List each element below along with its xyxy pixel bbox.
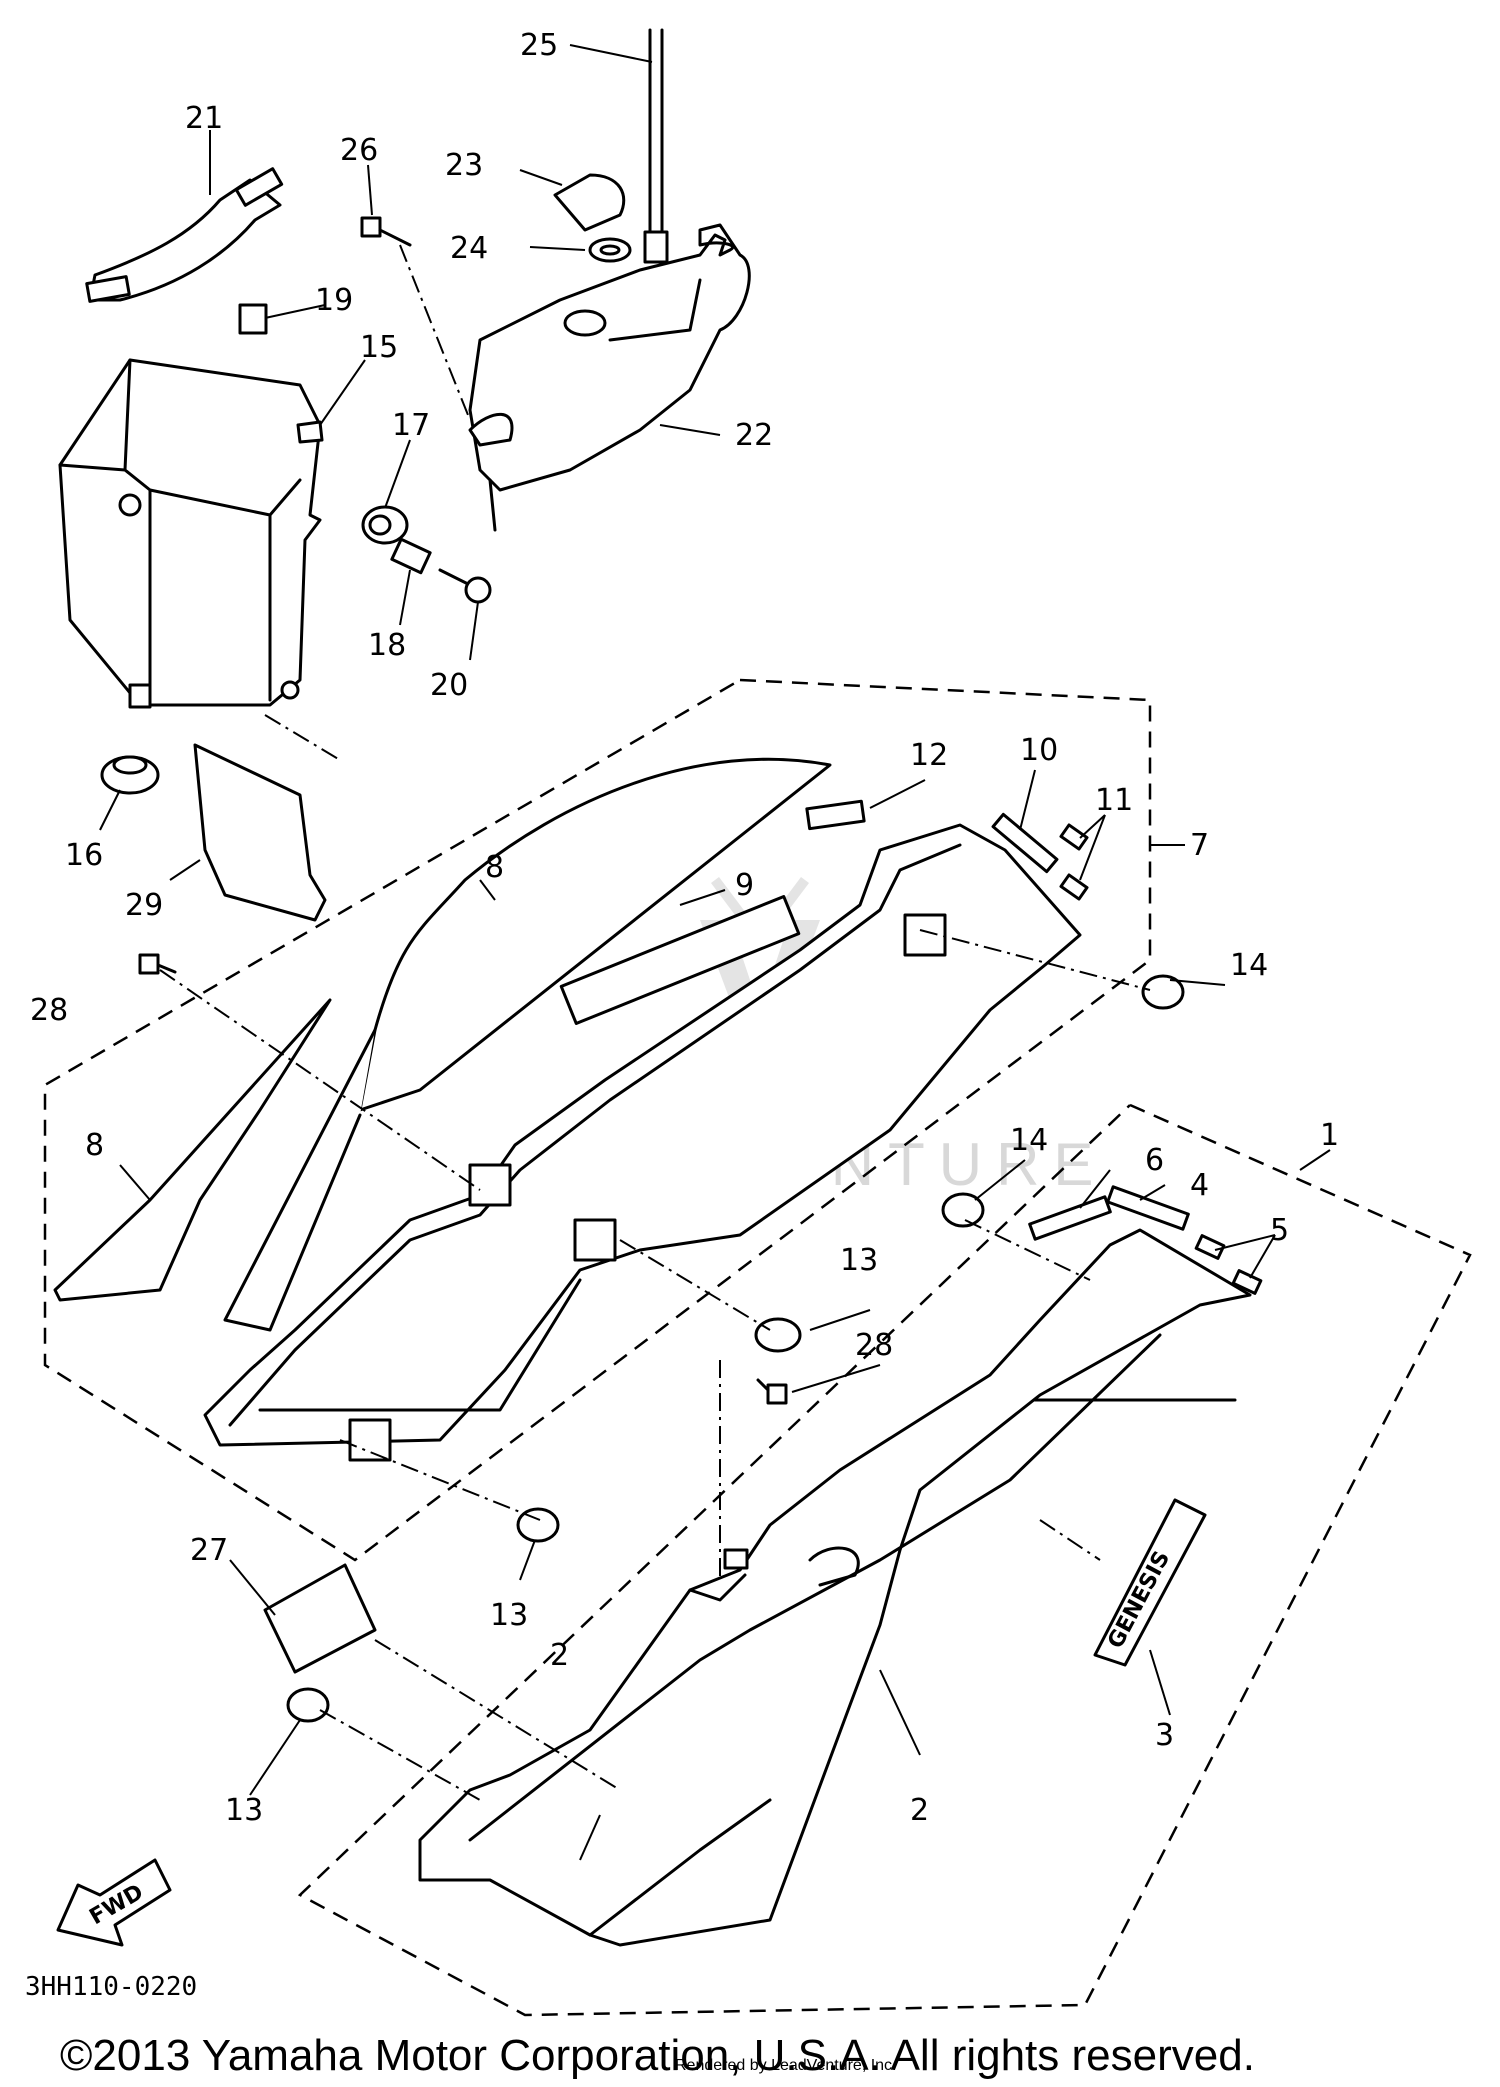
decal-8-left — [53, 998, 332, 1302]
callout-3: 3 — [1155, 1718, 1174, 1753]
callout-7: 7 — [1190, 828, 1209, 863]
cap-23 — [553, 173, 626, 232]
side-cover-7 — [203, 823, 1082, 1447]
side-cover-boss-a — [468, 1163, 512, 1207]
callout-18: 18 — [368, 628, 406, 663]
callout-29: 29 — [125, 888, 163, 923]
callout-23: 23 — [445, 148, 483, 183]
callout-5: 5 — [1270, 1213, 1289, 1248]
callout-8-left: 8 — [85, 1128, 104, 1163]
callout-28-upper: 28 — [30, 993, 68, 1028]
assembly-boundary-1 — [297, 1103, 1472, 2017]
copyright-notice: ©2013 Yamaha Motor Corporation, U.S.A. A… — [60, 2031, 1255, 2080]
bracket-19 — [238, 303, 268, 335]
callout-13-b: 13 — [490, 1598, 528, 1633]
callout-26: 26 — [340, 133, 378, 168]
callout-11: 11 — [1095, 783, 1133, 818]
decal-27 — [263, 1563, 377, 1674]
pad-5b — [1231, 1269, 1263, 1295]
grommet-14-upper — [1141, 974, 1185, 1010]
grommet-13-a — [754, 1317, 802, 1353]
grommet-13-b — [516, 1507, 560, 1543]
screw-28-upper — [138, 953, 177, 975]
reservoir-tank-22 — [468, 223, 751, 532]
callout-4: 4 — [1190, 1168, 1209, 1203]
callout-14-upper: 14 — [1230, 948, 1268, 983]
decal-6 — [1028, 1195, 1112, 1241]
callout-16: 16 — [65, 838, 103, 873]
bolt-26 — [360, 216, 412, 247]
collar-18 — [390, 537, 432, 575]
callout-10: 10 — [1020, 733, 1058, 768]
callout-15: 15 — [360, 330, 398, 365]
clip-15 — [296, 420, 324, 444]
render-credit: Rendered by LeadVenture, Inc. — [675, 2057, 897, 2074]
pad-10 — [991, 812, 1059, 874]
callout-12: 12 — [910, 738, 948, 773]
callout-21: 21 — [185, 101, 223, 136]
side-cover-boss-b — [573, 1218, 617, 1262]
grommet-16 — [100, 755, 160, 795]
callout-13-c: 13 — [225, 1793, 263, 1828]
callout-labels: 25 21 26 23 24 19 15 22 17 18 20 16 29 1… — [30, 28, 1339, 1828]
damper-17 — [361, 505, 409, 545]
alignment-lines — [159, 244, 1151, 1801]
seal-24 — [588, 237, 632, 263]
side-cover-boss-c — [348, 1418, 392, 1462]
callout-25: 25 — [520, 28, 558, 63]
screw-28-lower — [756, 1378, 788, 1405]
callout-24: 24 — [450, 231, 488, 266]
callout-13-a: 13 — [840, 1243, 878, 1278]
callout-27: 27 — [190, 1533, 228, 1568]
callout-2-right: 2 — [910, 1793, 929, 1828]
callout-2-left: 2 — [550, 1638, 569, 1673]
battery-strap — [85, 167, 284, 303]
pad-5a — [1194, 1234, 1226, 1260]
callout-19: 19 — [315, 283, 353, 318]
callout-9: 9 — [735, 868, 754, 903]
pad-12 — [805, 799, 866, 831]
pad-11a — [1059, 823, 1089, 851]
callout-22: 22 — [735, 418, 773, 453]
side-cover-1 — [418, 1228, 1252, 1947]
side-cover-boss-d — [903, 913, 947, 957]
pad-11b — [1059, 873, 1089, 901]
callout-17: 17 — [392, 408, 430, 443]
callout-6: 6 — [1145, 1143, 1164, 1178]
diagram-reference-code: 3HH110-0220 — [25, 1972, 197, 2002]
grommet-14-lower — [941, 1192, 985, 1228]
callout-1: 1 — [1320, 1118, 1339, 1153]
decal-4 — [1106, 1185, 1190, 1231]
callout-8-upper: 8 — [485, 850, 504, 885]
forward-arrow: FWD — [56, 1858, 172, 1947]
leader-lines — [99, 44, 1276, 1861]
assembly-boundary-7 — [43, 678, 1185, 1562]
battery-box — [58, 358, 322, 709]
battery-cover-29 — [193, 743, 327, 922]
callout-20: 20 — [430, 668, 468, 703]
bolt-20 — [438, 568, 492, 604]
callout-28-lower: 28 — [855, 1328, 893, 1363]
hose-25 — [643, 28, 669, 264]
emblem-decal-3: GENESIS — [1093, 1498, 1207, 1667]
side-panel-upper-decal-8 — [223, 757, 832, 1332]
callout-14-lower: 14 — [1010, 1123, 1048, 1158]
grommet-13-c — [286, 1687, 330, 1723]
